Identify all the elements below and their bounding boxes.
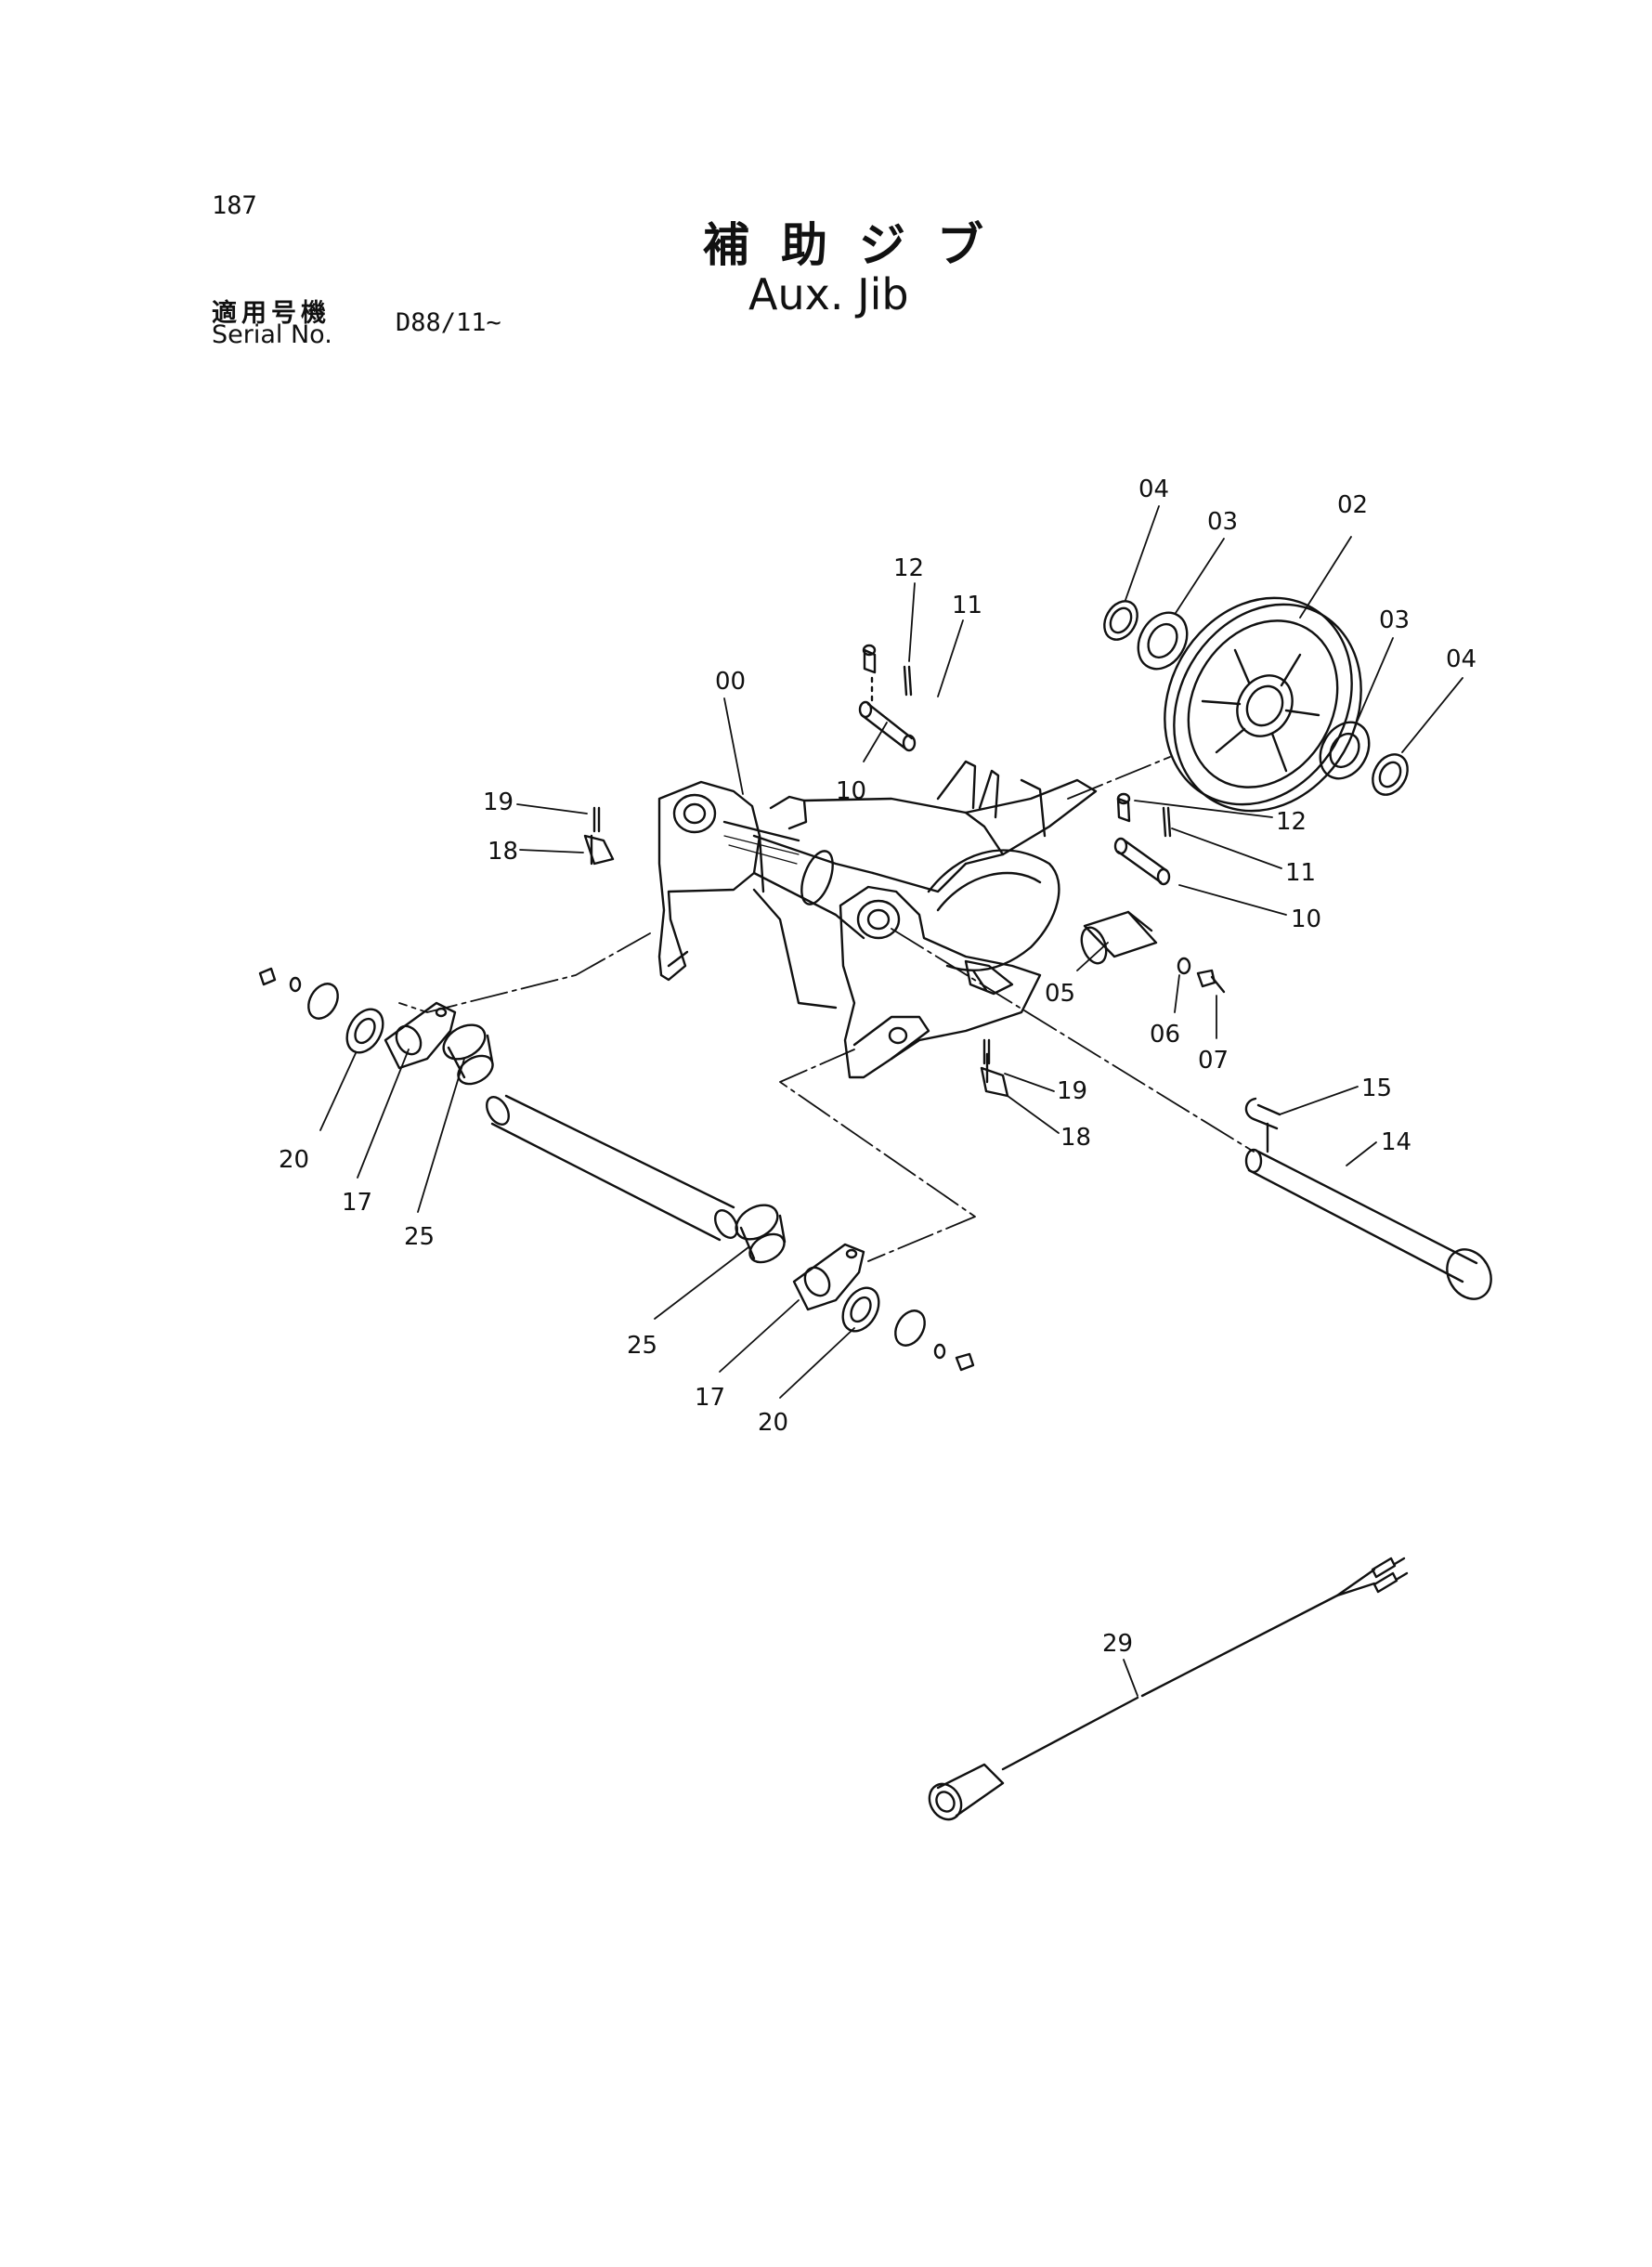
label-part-18: 18 (488, 838, 518, 866)
jib-frame-drawing (657, 760, 1098, 1079)
page-number: 187 (212, 191, 257, 220)
label-part-25: 25 (627, 1332, 657, 1360)
label-part-12: 12 (1276, 808, 1307, 836)
label-part-10: 10 (836, 777, 866, 805)
label-part-17: 17 (695, 1384, 725, 1412)
label-part-15: 15 (1361, 1075, 1392, 1102)
wire-harness-drawing (928, 1557, 1409, 1821)
lower-shaft-assembly-drawing (258, 967, 975, 1372)
label-part-25: 25 (404, 1223, 435, 1251)
label-part-04: 04 (1138, 476, 1169, 503)
label-part-17: 17 (342, 1189, 372, 1217)
label-part-05: 05 (1045, 980, 1075, 1008)
serial-label-japanese: 適用号機 (212, 299, 331, 328)
boss-bolt-drawing (1080, 910, 1226, 994)
label-part-04: 04 (1446, 645, 1476, 673)
long-pin-drawing (1244, 1097, 1492, 1300)
pin-lock-left-drawing (583, 806, 615, 866)
pin-lock-lower-drawing (980, 1038, 1009, 1098)
label-part-03: 03 (1207, 508, 1238, 536)
page-title-english: Aux. Jib (748, 269, 909, 319)
leader-lines (319, 505, 1463, 1697)
label-part-10: 10 (1291, 905, 1321, 933)
page-title-japanese: 補助ジブ (703, 218, 1015, 272)
sheave-drawing (1164, 596, 1362, 813)
label-part-02: 02 (1337, 491, 1368, 519)
serial-label-english: Serial No. (212, 320, 332, 349)
pin-set-upper-drawing (858, 644, 917, 752)
pin-set-right-drawing (1113, 792, 1172, 886)
label-part-14: 14 (1381, 1128, 1411, 1156)
label-part-20: 20 (279, 1146, 309, 1174)
label-part-18: 18 (1060, 1124, 1091, 1152)
label-part-19: 19 (483, 788, 514, 816)
label-part-06: 06 (1150, 1021, 1180, 1049)
label-part-03: 03 (1379, 606, 1410, 634)
label-part-11: 11 (1285, 859, 1316, 887)
serial-number-value: D88/11~ (396, 308, 501, 337)
label-part-20: 20 (758, 1409, 788, 1437)
label-part-07: 07 (1198, 1047, 1229, 1075)
label-part-12: 12 (893, 554, 924, 582)
label-part-29: 29 (1102, 1630, 1133, 1658)
label-part-11: 11 (952, 592, 982, 619)
seal-and-washer-drawings (1103, 600, 1409, 796)
label-part-19: 19 (1057, 1077, 1087, 1105)
label-part-00: 00 (715, 668, 746, 696)
